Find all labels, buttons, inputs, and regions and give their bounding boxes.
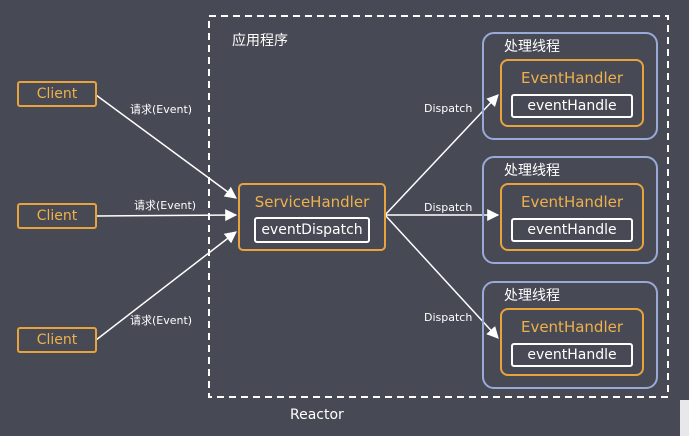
thread-label: 处理线程 (504, 39, 560, 55)
bottom-strip (680, 400, 689, 436)
client-2-arrow (95, 209, 238, 222)
service-handler-box: ServiceHandler eventDispatch (238, 183, 386, 251)
request-label-1: 请求(Event) (130, 103, 193, 116)
dispatch-3-arrow (384, 214, 499, 339)
reactor-boundary (208, 15, 669, 398)
request-label-2: 请求(Event) (134, 199, 197, 212)
dispatch-label-1: Dispatch (424, 102, 473, 115)
service-handler-title: ServiceHandler (254, 193, 370, 211)
application-label: 应用程序 (232, 33, 288, 49)
thread-label: 处理线程 (504, 163, 560, 179)
worker-thread-2: 处理线程 EventHandler eventHandle (482, 156, 658, 264)
dispatch-label-2: Dispatch (424, 201, 473, 214)
event-dispatch-method: eventDispatch (254, 217, 370, 243)
event-handle-method: eventHandle (511, 94, 633, 118)
event-handler-box: EventHandler eventHandle (500, 308, 644, 376)
dispatch-1-arrow (384, 94, 499, 216)
event-handler-title: EventHandler (520, 318, 624, 336)
event-handler-box: EventHandler eventHandle (500, 59, 644, 127)
client-box-3: Client (17, 327, 97, 353)
request-label-3: 请求(Event) (130, 314, 193, 327)
event-handle-method: eventHandle (511, 343, 633, 367)
event-handler-box: EventHandler eventHandle (500, 183, 644, 251)
worker-thread-1: 处理线程 EventHandler eventHandle (482, 32, 658, 140)
client-1-arrow (95, 94, 237, 199)
event-handle-method: eventHandle (511, 218, 633, 242)
worker-thread-3: 处理线程 EventHandler eventHandle (482, 281, 658, 389)
client-box-2: Client (17, 203, 97, 229)
client-3-arrow (95, 231, 237, 341)
thread-label: 处理线程 (504, 288, 560, 304)
reactor-label: Reactor (290, 407, 344, 423)
client-box-1: Client (17, 81, 97, 107)
event-handler-title: EventHandler (520, 193, 624, 211)
event-handler-title: EventHandler (520, 69, 624, 87)
dispatch-label-3: Dispatch (424, 311, 473, 324)
